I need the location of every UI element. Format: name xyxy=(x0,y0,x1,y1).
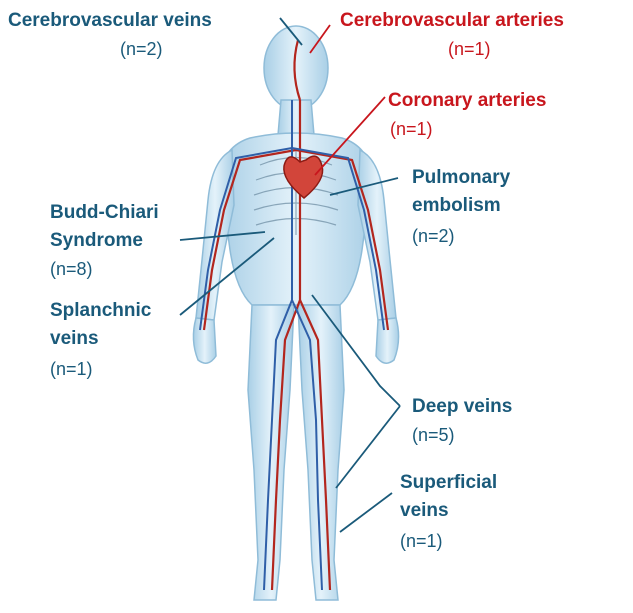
count-cerebrovascular-arteries: (n=1) xyxy=(448,38,491,60)
label-pulmonary: Pulmonary xyxy=(412,165,510,190)
label-splanchnic: Splanchnic xyxy=(50,298,151,323)
label-superficial-veins: veins xyxy=(400,498,449,523)
count-superficial: (n=1) xyxy=(400,530,443,552)
label-superficial: Superficial xyxy=(400,470,497,495)
count-coronary-arteries: (n=1) xyxy=(390,118,433,140)
label-syndrome: Syndrome xyxy=(50,228,143,253)
label-coronary-arteries: Coronary arteries xyxy=(388,88,546,113)
count-cerebrovascular-veins: (n=2) xyxy=(120,38,163,60)
count-deep-veins: (n=5) xyxy=(412,424,455,446)
count-splanchnic: (n=1) xyxy=(50,358,93,380)
pointer-superficial xyxy=(340,493,392,532)
count-budd-chiari: (n=8) xyxy=(50,258,93,280)
label-cerebrovascular-veins: Cerebrovascular veins xyxy=(8,8,212,33)
label-embolism: embolism xyxy=(412,193,501,218)
pointer-deep-lower xyxy=(336,406,400,488)
count-pulmonary: (n=2) xyxy=(412,225,455,247)
label-cerebrovascular-arteries: Cerebrovascular arteries xyxy=(340,8,564,33)
label-budd-chiari: Budd-Chiari xyxy=(50,200,159,225)
label-deep-veins: Deep veins xyxy=(412,394,512,419)
label-splanchnic-veins: veins xyxy=(50,326,99,351)
